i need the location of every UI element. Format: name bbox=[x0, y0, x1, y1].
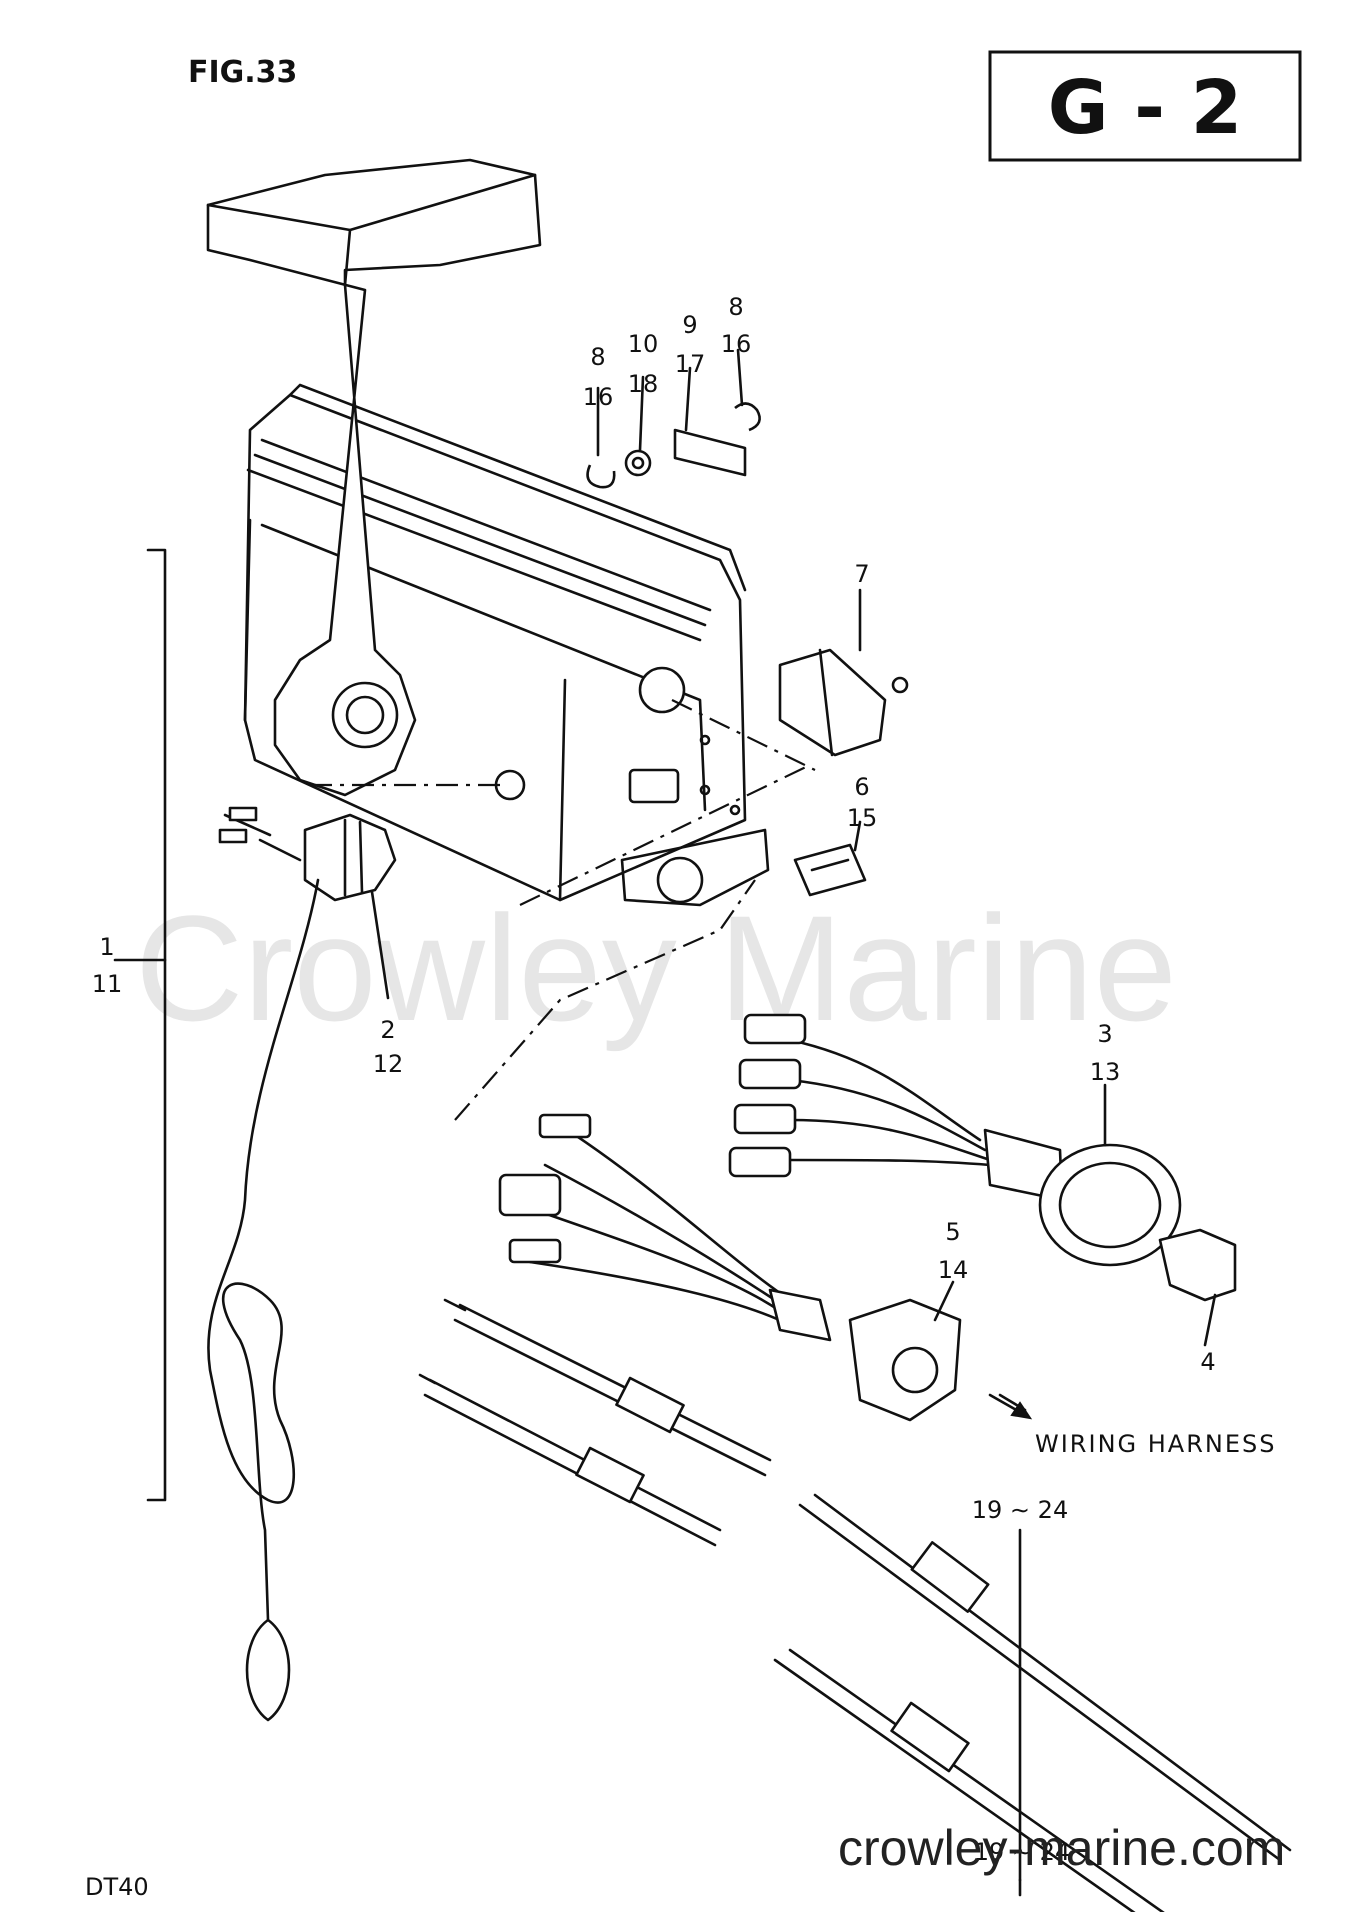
wiring-harness-label: WIRING HARNESS bbox=[1035, 1430, 1276, 1458]
svg-text:5: 5 bbox=[945, 1218, 960, 1246]
model-label: DT40 bbox=[85, 1873, 149, 1901]
ignition-switch-harness bbox=[728, 1013, 1237, 1302]
callout-19-24-bottom: 19 ∼ 24 bbox=[974, 1838, 1070, 1866]
callout-1-11: 1 11 bbox=[92, 933, 123, 998]
stop-switch bbox=[218, 806, 397, 902]
svg-text:2: 2 bbox=[380, 1016, 395, 1044]
svg-text:16: 16 bbox=[721, 330, 752, 358]
svg-text:10: 10 bbox=[628, 330, 659, 358]
svg-text:16: 16 bbox=[583, 383, 614, 411]
svg-text:19 ∼ 24: 19 ∼ 24 bbox=[972, 1496, 1068, 1524]
svg-text:1: 1 bbox=[99, 933, 114, 961]
callout-9-17: 9 17 bbox=[675, 311, 706, 378]
leader-bracket bbox=[671, 699, 816, 771]
figure-label: FIG.33 bbox=[188, 55, 297, 90]
callout-leaders bbox=[113, 348, 1217, 1897]
callout-6-15: 6 15 bbox=[847, 773, 878, 832]
lanyard-loop bbox=[245, 1618, 291, 1722]
section-code: G - 2 bbox=[1048, 65, 1242, 151]
svg-text:17: 17 bbox=[675, 350, 706, 378]
watermark-bottom: crowley-marine.com bbox=[838, 1820, 1285, 1876]
callout-19-24-top: 19 ∼ 24 bbox=[972, 1496, 1068, 1524]
svg-text:19 ∼ 24: 19 ∼ 24 bbox=[974, 1838, 1070, 1866]
plate-9-17 bbox=[673, 428, 747, 477]
svg-text:8: 8 bbox=[728, 293, 743, 321]
bracket-7 bbox=[778, 648, 909, 757]
control-lever bbox=[206, 158, 542, 797]
stop-switch-hole bbox=[494, 769, 526, 801]
svg-text:14: 14 bbox=[938, 1256, 969, 1284]
svg-text:8: 8 bbox=[590, 343, 605, 371]
callout-4: 4 bbox=[1200, 1348, 1215, 1376]
svg-text:12: 12 bbox=[373, 1050, 404, 1078]
svg-text:9: 9 bbox=[682, 311, 697, 339]
plate-6-15 bbox=[793, 843, 867, 897]
svg-text:13: 13 bbox=[1090, 1058, 1121, 1086]
callout-3-13: 3 13 bbox=[1090, 1020, 1121, 1086]
nut-10-18 bbox=[624, 449, 652, 477]
watermark-center: Crowley Marine bbox=[135, 884, 1177, 1052]
callout-8-16-right: 8 16 bbox=[721, 293, 752, 358]
lever-hub bbox=[331, 681, 399, 749]
svg-text:18: 18 bbox=[628, 370, 659, 398]
svg-text:7: 7 bbox=[854, 560, 869, 588]
side-slot bbox=[628, 768, 680, 804]
clip-right-icon bbox=[734, 402, 761, 432]
svg-text:3: 3 bbox=[1097, 1020, 1112, 1048]
callout-2-12: 2 12 bbox=[373, 1016, 404, 1078]
svg-text:4: 4 bbox=[1200, 1348, 1215, 1376]
section-code-box: G - 2 bbox=[988, 50, 1302, 162]
wiring-harness-annotation: WIRING HARNESS bbox=[988, 1393, 1276, 1458]
callout-5-14: 5 14 bbox=[938, 1218, 969, 1284]
main-harness-connector bbox=[498, 1113, 962, 1422]
clip-left-icon bbox=[586, 464, 616, 489]
side-hole-upper bbox=[638, 666, 686, 714]
callout-10-18: 10 18 bbox=[628, 330, 659, 398]
cables-right bbox=[773, 1493, 1292, 1912]
svg-text:11: 11 bbox=[92, 970, 123, 998]
ignition-key-icon bbox=[1158, 1228, 1237, 1302]
svg-text:6: 6 bbox=[854, 773, 869, 801]
svg-text:15: 15 bbox=[847, 804, 878, 832]
cables-left bbox=[418, 1298, 772, 1547]
callout-7: 7 bbox=[854, 560, 869, 588]
callout-8-16-left: 8 16 bbox=[583, 343, 614, 411]
leader-plate bbox=[519, 764, 811, 906]
lanyard-cord bbox=[207, 878, 320, 1622]
small-hardware bbox=[586, 402, 761, 489]
